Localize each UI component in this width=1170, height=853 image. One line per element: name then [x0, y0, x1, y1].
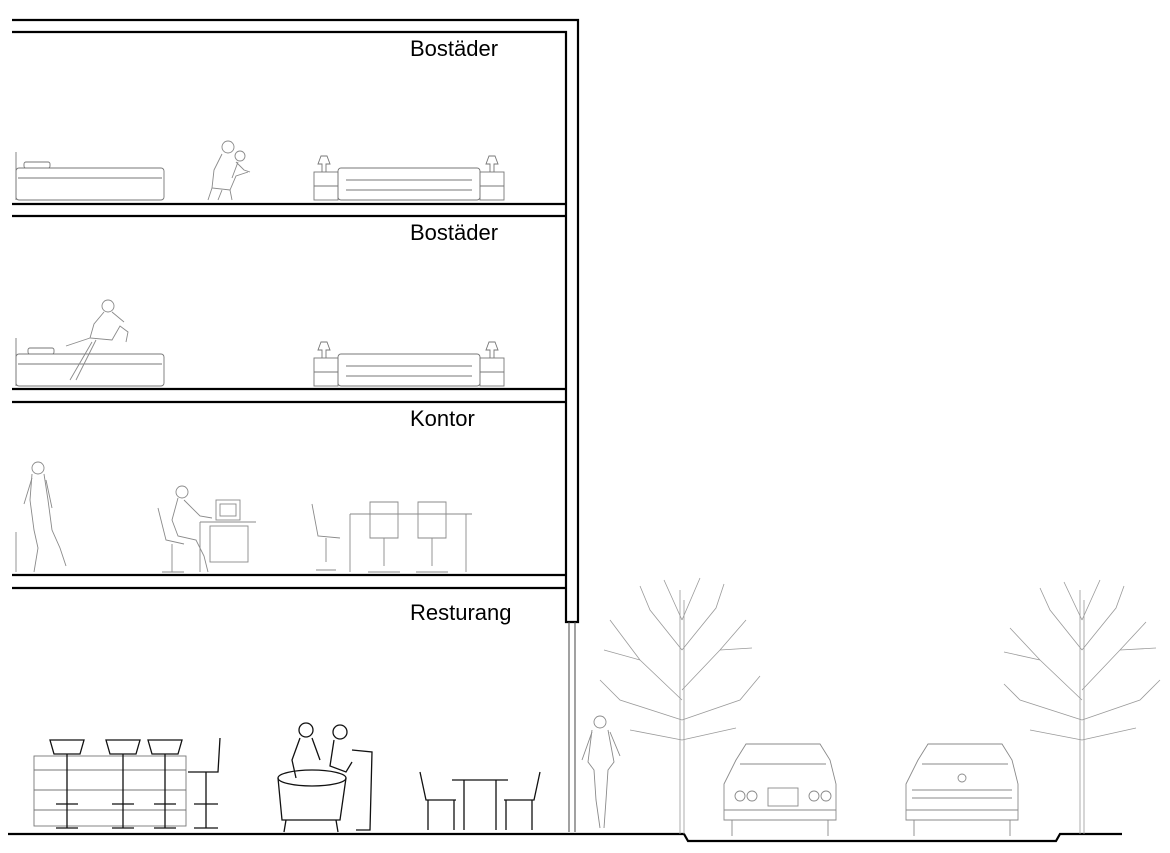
car-rear-icon: [905, 743, 1019, 836]
bar-counter-icon: [33, 737, 221, 829]
tree-icon: [1003, 579, 1161, 834]
bed-icon: [15, 338, 165, 387]
double-bed-icon: [313, 155, 505, 201]
floor-label: Resturang: [410, 600, 512, 625]
tree-icon: [599, 577, 761, 834]
ground-floor-facade: [568, 622, 576, 832]
floor-label: Bostäder: [410, 220, 498, 245]
person-with-child-icon: [207, 140, 251, 201]
street-scene: [581, 577, 1161, 836]
bed-icon: [15, 152, 165, 201]
floor-slab: [12, 387, 566, 404]
meeting-table-icon: [311, 501, 472, 573]
floor-label: Kontor: [410, 406, 475, 431]
car-front-icon: [723, 743, 837, 836]
floor-1-furniture: [33, 722, 541, 833]
walking-person-icon: [15, 461, 67, 573]
floor-slab: [12, 573, 566, 590]
desk-worker-icon: [157, 485, 256, 573]
double-bed-icon: [313, 341, 505, 387]
resting-person-icon: [65, 299, 129, 381]
floor-slab: [12, 202, 566, 218]
dining-couple-icon: [277, 722, 373, 833]
floor-2-furniture: [15, 461, 472, 573]
floor-4-furniture: [15, 140, 505, 201]
cafe-table-icon: [419, 771, 541, 830]
pedestrian-icon: [581, 715, 621, 829]
floor-label: Bostäder: [410, 36, 498, 61]
building-structure: [12, 18, 580, 832]
ground-line: [8, 832, 1122, 843]
floor-3-furniture: [15, 299, 505, 387]
